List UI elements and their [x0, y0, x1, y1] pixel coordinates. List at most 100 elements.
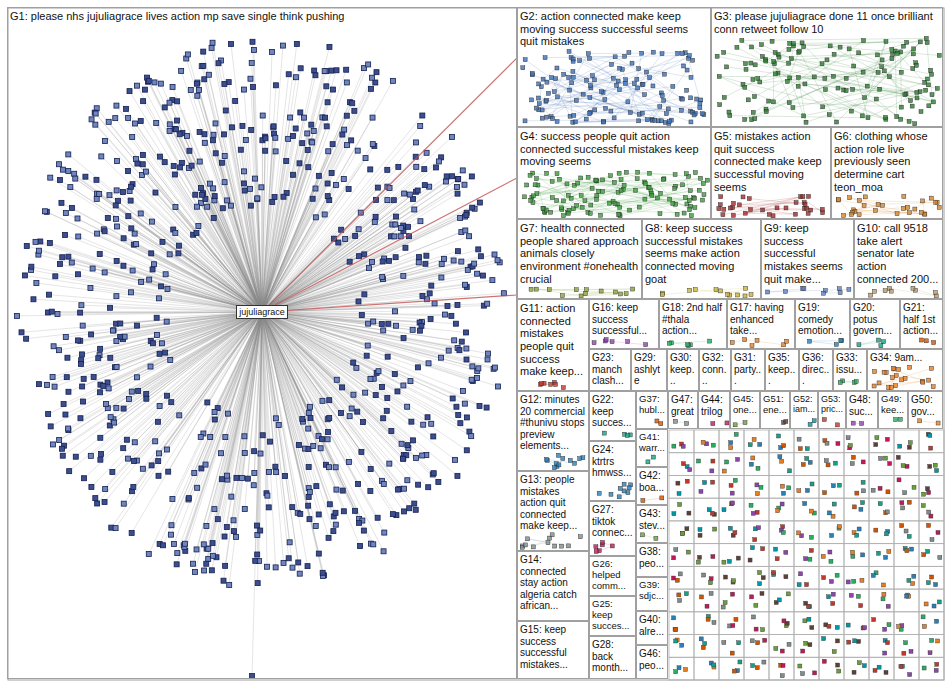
vertex-icon — [530, 71, 534, 75]
vertex-icon — [102, 270, 107, 275]
vertex-icon — [344, 113, 349, 118]
tie-line — [745, 60, 827, 120]
vertex-icon — [58, 178, 63, 183]
vertex-icon — [353, 233, 358, 238]
vertex-icon — [356, 227, 361, 232]
vertex-icon — [362, 292, 367, 297]
vertex-icon — [118, 321, 123, 326]
vertex-icon — [804, 120, 808, 124]
vertex-icon — [347, 259, 352, 264]
vertex-icon — [586, 52, 590, 56]
vertex-icon — [406, 224, 411, 229]
tie-line — [155, 193, 262, 312]
vertex-icon — [170, 84, 175, 89]
vertex-icon — [429, 283, 434, 288]
vertex-icon — [249, 127, 254, 132]
vertex-icon — [161, 543, 166, 548]
vertex-icon — [201, 542, 206, 547]
vertex-icon — [536, 96, 540, 100]
tie-line — [262, 215, 466, 312]
vertex-icon — [252, 470, 257, 475]
tie-line — [262, 68, 301, 312]
vertex-icon — [223, 435, 228, 440]
tie-line — [116, 106, 262, 312]
vertex-icon — [81, 376, 86, 381]
tie-line — [646, 72, 681, 98]
vertex-icon — [666, 107, 670, 111]
vertex-icon — [210, 541, 215, 546]
vertex-icon — [97, 252, 102, 257]
vertex-icon — [196, 87, 201, 92]
vertex-icon — [69, 260, 74, 265]
vertex-icon — [238, 147, 243, 152]
vertex-icon — [242, 188, 247, 193]
vertex-icon — [189, 163, 194, 168]
vertex-icon — [194, 204, 199, 209]
vertex-icon — [309, 122, 314, 127]
vertex-icon — [242, 506, 247, 511]
vertex-icon — [273, 149, 278, 154]
vertex-icon — [229, 125, 234, 130]
vertex-icon — [671, 84, 675, 88]
vertex-icon — [102, 139, 107, 144]
vertex-icon — [173, 230, 178, 235]
vertex-icon — [339, 411, 344, 416]
vertex-icon — [132, 231, 137, 236]
vertex-icon — [431, 471, 436, 476]
tie-line — [141, 121, 262, 312]
vertex-icon — [131, 485, 136, 490]
vertex-icon — [422, 183, 427, 188]
vertex-icon — [374, 70, 379, 75]
vertex-icon — [324, 84, 329, 89]
vertex-icon — [385, 167, 390, 172]
vertex-icon — [372, 219, 377, 224]
vertex-icon — [305, 148, 310, 153]
tie-line — [262, 312, 418, 485]
vertex-icon — [15, 313, 20, 318]
vertex-icon — [326, 149, 331, 154]
vertex-icon — [63, 211, 68, 216]
vertex-icon — [679, 108, 683, 112]
vertex-icon — [450, 174, 455, 179]
tie-line — [65, 235, 262, 312]
vertex-icon — [426, 361, 431, 366]
vertex-icon — [455, 302, 460, 307]
vertex-icon — [114, 188, 119, 193]
vertex-icon — [107, 193, 112, 198]
vertex-icon — [156, 459, 161, 464]
tie-line — [262, 176, 447, 312]
vertex-icon — [313, 524, 318, 529]
vertex-icon — [456, 412, 461, 417]
vertex-icon — [307, 490, 312, 495]
vertex-icon — [210, 40, 215, 45]
vertex-icon — [626, 100, 630, 104]
vertex-icon — [162, 105, 167, 110]
vertex-icon — [459, 339, 464, 344]
vertex-icon — [37, 248, 42, 253]
vertex-icon — [222, 534, 227, 539]
tie-line — [262, 161, 439, 312]
vertex-icon — [354, 365, 359, 370]
vertex-icon — [316, 512, 321, 517]
tie-line — [253, 42, 262, 312]
vertex-icon — [57, 262, 62, 267]
vertex-icon — [148, 364, 153, 369]
vertex-icon — [159, 284, 164, 289]
tie-line — [588, 52, 685, 54]
tie-line — [81, 305, 262, 312]
vertex-icon — [136, 388, 141, 393]
vertex-icon — [95, 231, 100, 236]
tie-line — [838, 54, 913, 88]
vertex-icon — [294, 41, 299, 46]
tie-line — [99, 194, 262, 312]
vertex-icon — [391, 198, 396, 203]
vertex-icon — [290, 505, 295, 510]
vertex-icon — [460, 388, 465, 393]
vertex-icon — [132, 459, 137, 464]
tie-line — [262, 312, 438, 482]
vertex-icon — [844, 76, 848, 80]
vertex-icon — [353, 508, 358, 513]
vertex-icon — [47, 240, 52, 245]
vertex-icon — [212, 507, 217, 512]
tie-line — [92, 119, 262, 312]
